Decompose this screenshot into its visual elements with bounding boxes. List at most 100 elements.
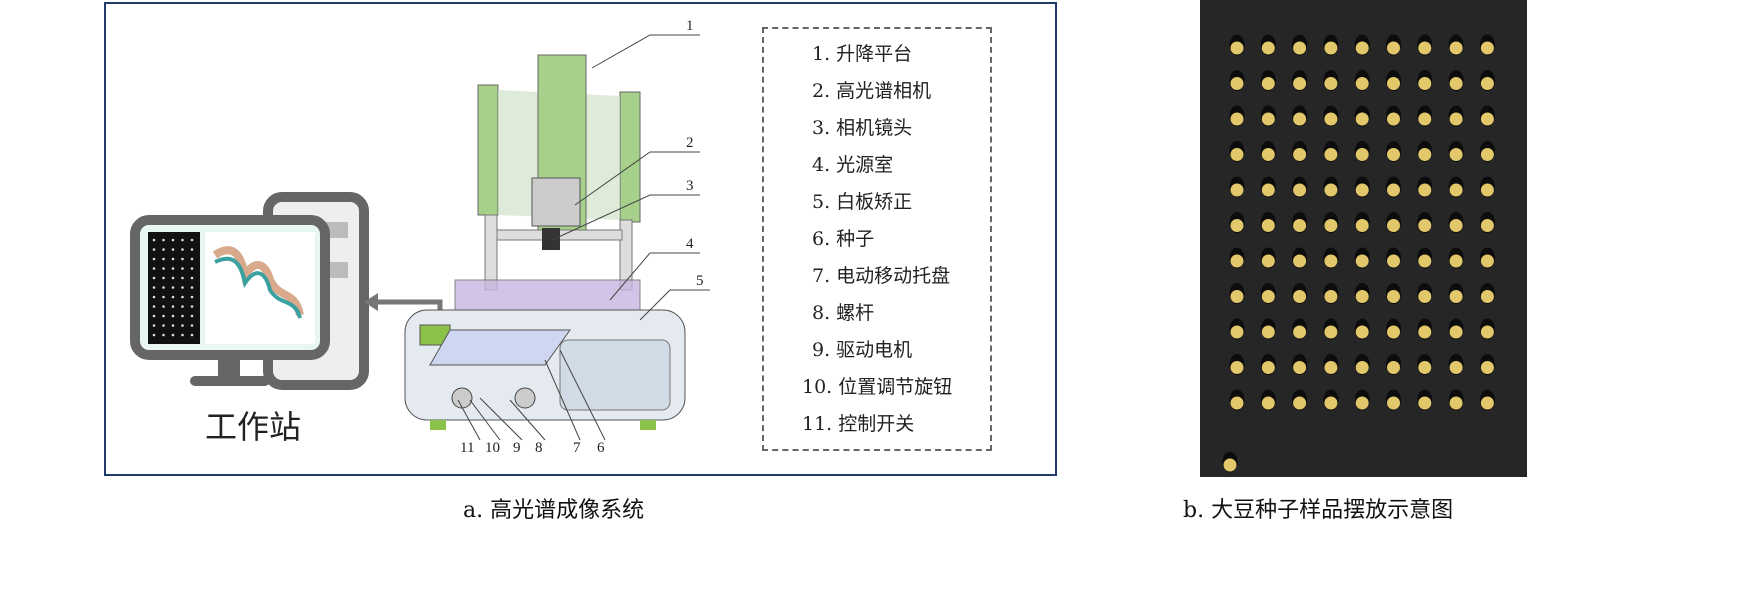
seed-thumbnail-dot	[190, 257, 194, 261]
seed-thumbnail-dot	[152, 305, 156, 308]
soybean-seed	[1230, 361, 1244, 374]
seed-thumbnail-dot	[190, 286, 194, 289]
seed-thumbnail-dot	[190, 267, 194, 270]
seed-thumbnail-dot	[190, 295, 194, 299]
soybean-seed	[1387, 112, 1400, 126]
soybean-seed-tray-photo	[1200, 0, 1527, 477]
soybean-seed	[1355, 361, 1369, 374]
seed-thumbnail-dot	[162, 314, 165, 318]
soybean-seed	[1418, 77, 1432, 90]
soybean-seed	[1293, 148, 1307, 161]
seed-thumbnail-dot	[162, 267, 165, 270]
seed-thumbnail-dot	[171, 248, 175, 251]
seed-thumbnail-dot	[162, 295, 165, 299]
seed-thumbnail-dot	[190, 333, 194, 337]
seed-thumbnail-dot	[152, 238, 156, 242]
soybean-seed	[1324, 325, 1338, 339]
seed-thumbnail-dot	[171, 314, 175, 318]
soybean-seed	[1355, 148, 1369, 161]
seed-thumbnail-dot	[171, 257, 175, 261]
soybean-seed	[1480, 290, 1494, 303]
soybean-seed	[1387, 290, 1400, 303]
seed-thumbnail-dot	[181, 267, 184, 270]
seed-thumbnail-dot	[171, 324, 175, 327]
seed-thumbnail-dot	[190, 305, 194, 308]
soybean-seed	[1261, 290, 1275, 303]
soybean-seed	[1387, 325, 1400, 339]
legend-item: 1. 升降平台	[812, 43, 913, 65]
soybean-seed	[1449, 290, 1463, 303]
soybean-seed	[1449, 183, 1463, 197]
legend-item: 3. 相机镜头	[812, 117, 913, 139]
soybean-seed	[1355, 290, 1369, 303]
soybean-seed	[1480, 148, 1494, 161]
seed-thumbnail-dot	[152, 257, 156, 261]
seed-thumbnail-dot	[171, 295, 175, 299]
soybean-seed	[1230, 219, 1244, 232]
soybean-seed	[1261, 325, 1275, 339]
soybean-seed	[1230, 183, 1244, 197]
seed-thumbnail-dot	[152, 324, 156, 327]
legend-item: 8. 螺杆	[812, 302, 875, 324]
camera-lens	[542, 228, 560, 250]
soybean-seed	[1449, 41, 1463, 55]
soybean-seed	[1449, 396, 1463, 410]
svg-text:6: 6	[597, 440, 605, 456]
soybean-seed	[1387, 396, 1400, 410]
seed-thumbnail-dot	[181, 295, 184, 299]
svg-text:5: 5	[696, 273, 704, 289]
soybean-seed	[1223, 458, 1237, 472]
soybean-seed	[1293, 41, 1307, 55]
soybean-seed	[1324, 41, 1338, 55]
legend-item: 9. 驱动电机	[812, 339, 913, 361]
soybean-seed	[1261, 183, 1275, 197]
soybean-seed	[1480, 112, 1494, 126]
soybean-seed	[1418, 396, 1432, 410]
soybean-seed	[1449, 254, 1463, 268]
soybean-seed	[1418, 290, 1432, 303]
seed-thumbnail-dot	[181, 238, 184, 242]
soybean-seed	[1355, 183, 1369, 197]
apparatus-diagram: 1 2 3 4 5 11 10 9 8 7 6	[130, 18, 710, 456]
component-legend: 1. 升降平台 2. 高光谱相机 3. 相机镜头 4. 光源室 5. 白板矫正 …	[762, 27, 992, 451]
soybean-seed	[1418, 219, 1432, 232]
soybean-seed	[1324, 148, 1338, 161]
soybean-seed	[1324, 254, 1338, 268]
soybean-seed	[1449, 77, 1463, 90]
soybean-seed	[1324, 183, 1338, 197]
svg-text:4: 4	[686, 236, 694, 252]
soybean-seed	[1230, 396, 1244, 410]
seed-thumbnail-dot	[190, 276, 194, 280]
legend-item: 10. 位置调节旋钮	[802, 376, 953, 398]
seed-thumbnail-dot	[162, 238, 165, 242]
seed-thumbnail-dot	[181, 324, 184, 327]
soybean-seed	[1449, 325, 1463, 339]
soybean-seed	[1324, 290, 1338, 303]
soybean-seed	[1355, 325, 1369, 339]
soybean-seed	[1355, 396, 1369, 410]
svg-text:1: 1	[686, 18, 694, 34]
soybean-seed	[1261, 396, 1275, 410]
soybean-seed	[1449, 219, 1463, 232]
soybean-seed	[1261, 219, 1275, 232]
svg-text:9: 9	[513, 440, 521, 456]
seed-thumbnail-dot	[162, 257, 165, 261]
soybean-seed	[1261, 77, 1275, 90]
soybean-seed	[1230, 77, 1244, 90]
soybean-seed	[1480, 325, 1494, 339]
soybean-seed	[1418, 41, 1432, 55]
seed-thumbnail-dot	[152, 333, 156, 337]
seed-thumbnail-dot	[152, 286, 156, 289]
seed-thumbnail-dot	[162, 276, 165, 280]
workstation-label: 工作站	[205, 408, 302, 446]
legend-item: 2. 高光谱相机	[812, 80, 932, 102]
seed-thumbnail-dot	[152, 314, 156, 318]
soybean-seed	[1230, 254, 1244, 268]
soybean-seed	[1480, 254, 1494, 268]
seed-thumbnail-dot	[171, 238, 175, 242]
legend-item: 5. 白板矫正	[812, 191, 913, 213]
caption-a: a. 高光谱成像系统	[463, 498, 645, 523]
seed-thumbnail-dot	[152, 276, 156, 280]
svg-text:11: 11	[460, 440, 474, 456]
soybean-seed	[1387, 219, 1400, 232]
